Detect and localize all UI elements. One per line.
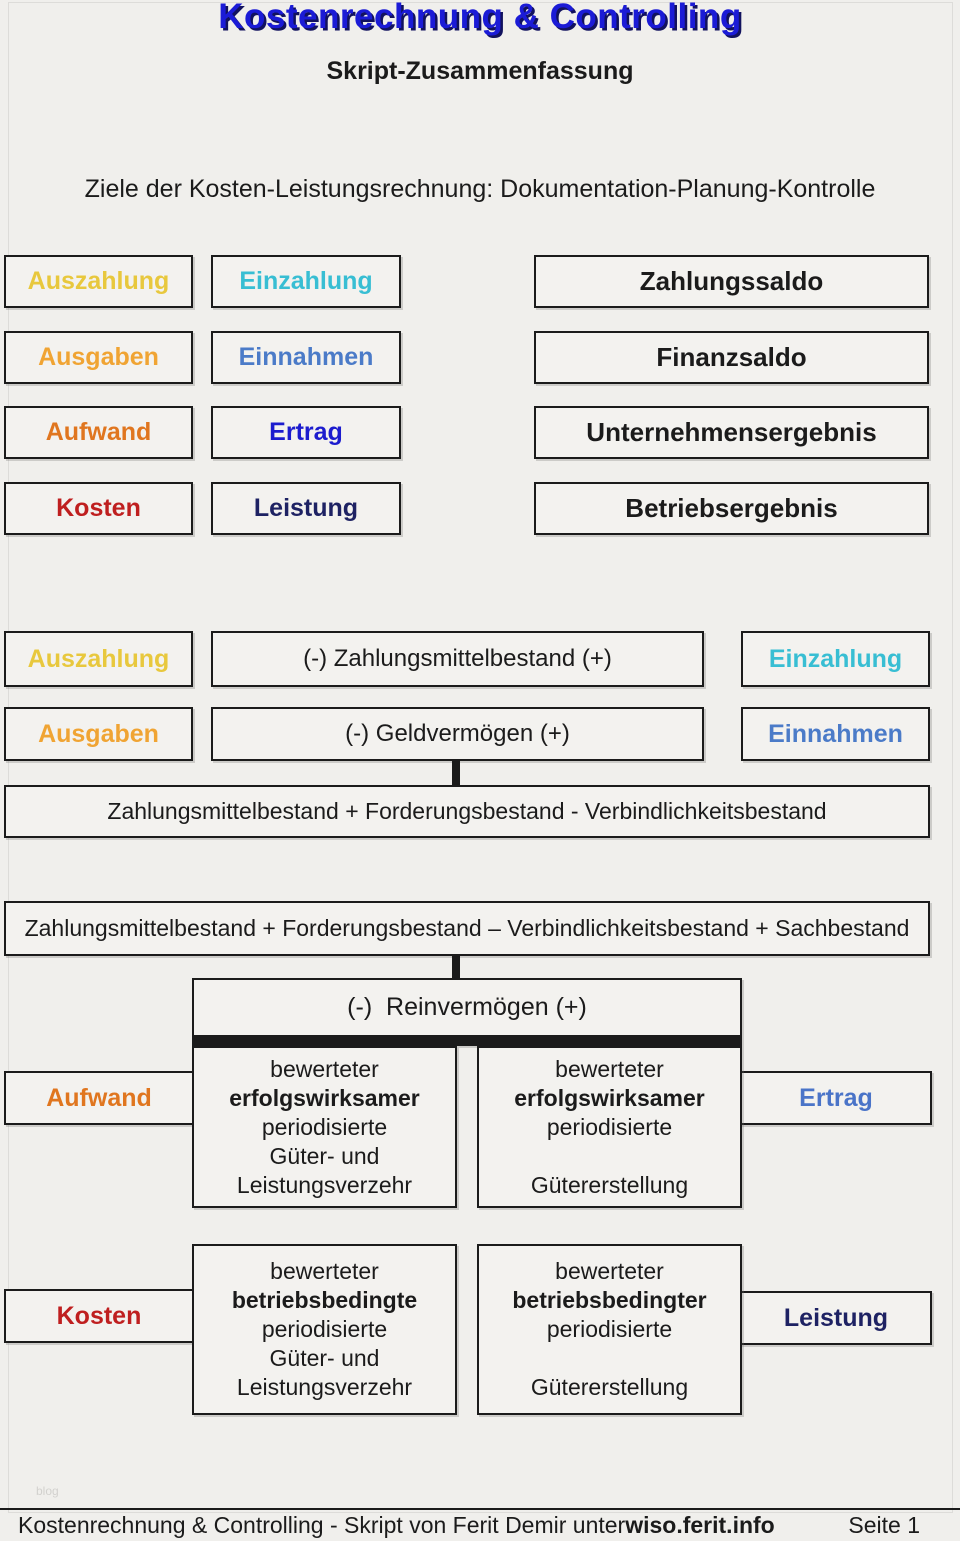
box-reinvermoegen: (-) Reinvermögen (+) xyxy=(192,978,742,1046)
matrix-cell-aufwand: bewerteter erfolgswirksamer periodisiert… xyxy=(192,1046,457,1208)
cell-line: bewerteter xyxy=(270,1258,379,1284)
connector-line-1 xyxy=(452,759,460,786)
cell-line: bewerteter xyxy=(270,1055,379,1082)
footer-site: wiso.ferit.info xyxy=(625,1512,775,1538)
cell-line: Gütererstellung xyxy=(530,1374,689,1400)
box-auszahlung: Auszahlung xyxy=(4,255,193,308)
box-kosten-2: Kosten xyxy=(4,1289,194,1343)
box-leistung: Leistung xyxy=(211,482,401,535)
cell-line: Güter- und xyxy=(269,1142,380,1169)
box-einzahlung: Einzahlung xyxy=(211,255,401,308)
box-geldvermoegen: (-) Geldvermögen (+) xyxy=(211,707,704,761)
box-ertrag: Ertrag xyxy=(211,406,401,459)
box-ausgaben: Ausgaben xyxy=(4,331,193,384)
box-zahlungsmittelbestand: (-) Zahlungsmittelbestand (+) xyxy=(211,631,704,687)
box-aufwand: Aufwand xyxy=(4,406,193,459)
cell-line: Güter- und xyxy=(269,1345,380,1371)
page-title: Kostenrechnung & Controlling xyxy=(218,0,742,36)
page-number: Seite 1 xyxy=(848,1512,920,1538)
footer-text: Kostenrechnung & Controlling - Skript vo… xyxy=(18,1512,626,1538)
box-zahlungssaldo: Zahlungssaldo xyxy=(534,255,929,308)
box-unternehmensergebnis: Unternehmensergebnis xyxy=(534,406,929,459)
cell-line: betriebsbedingter xyxy=(512,1287,707,1313)
cell-line: erfolgswirksamer xyxy=(229,1084,420,1111)
box-ausgaben-2: Ausgaben xyxy=(4,707,193,761)
cell-line: periodisierte xyxy=(261,1316,388,1342)
box-ertrag-2: Ertrag xyxy=(740,1071,932,1125)
matrix-cell-ertrag: bewerteter erfolgswirksamer periodisiert… xyxy=(477,1046,742,1208)
box-einzahlung-2: Einzahlung xyxy=(741,631,930,687)
cell-line: betriebsbedingte xyxy=(231,1287,418,1313)
cell-line: Gütererstellung xyxy=(530,1171,689,1198)
box-finanzsaldo: Finanzsaldo xyxy=(534,331,929,384)
box-auszahlung-2: Auszahlung xyxy=(4,631,193,687)
cell-line: bewerteter xyxy=(555,1055,664,1082)
formula-box-sachbestand: Zahlungsmittelbestand + Forderungsbestan… xyxy=(4,901,930,956)
goals-line: Ziele der Kosten-Leistungsrechnung: Doku… xyxy=(84,175,876,203)
cell-line: Leistungsverzehr xyxy=(236,1374,413,1400)
box-betriebsergebnis: Betriebsergebnis xyxy=(534,482,929,535)
cell-line: erfolgswirksamer xyxy=(514,1084,705,1111)
watermark: blog xyxy=(36,1484,59,1498)
connector-line-2 xyxy=(452,955,460,979)
cell-line: periodisierte xyxy=(261,1113,388,1140)
cell-line: periodisierte xyxy=(546,1316,673,1342)
box-einnahmen-2: Einnahmen xyxy=(741,707,930,761)
matrix-cell-kosten: bewerteter betriebsbedingte periodisiert… xyxy=(192,1244,457,1415)
page-subtitle: Skript-Zusammenfassung xyxy=(326,57,634,85)
formula-box-geldvermoegen: Zahlungsmittelbestand + Forderungsbestan… xyxy=(4,785,930,838)
cell-line: periodisierte xyxy=(546,1113,673,1140)
cell-line: Leistungsverzehr xyxy=(236,1171,413,1198)
box-leistung-2: Leistung xyxy=(740,1291,932,1345)
footer: Kostenrechnung & Controlling - Skript vo… xyxy=(0,1511,960,1539)
footer-divider xyxy=(0,1508,960,1510)
box-einnahmen: Einnahmen xyxy=(211,331,401,384)
box-aufwand-2: Aufwand xyxy=(4,1071,194,1125)
matrix-cell-leistung: bewerteter betriebsbedingter periodisier… xyxy=(477,1244,742,1415)
box-kosten: Kosten xyxy=(4,482,193,535)
cell-line: bewerteter xyxy=(555,1258,664,1284)
